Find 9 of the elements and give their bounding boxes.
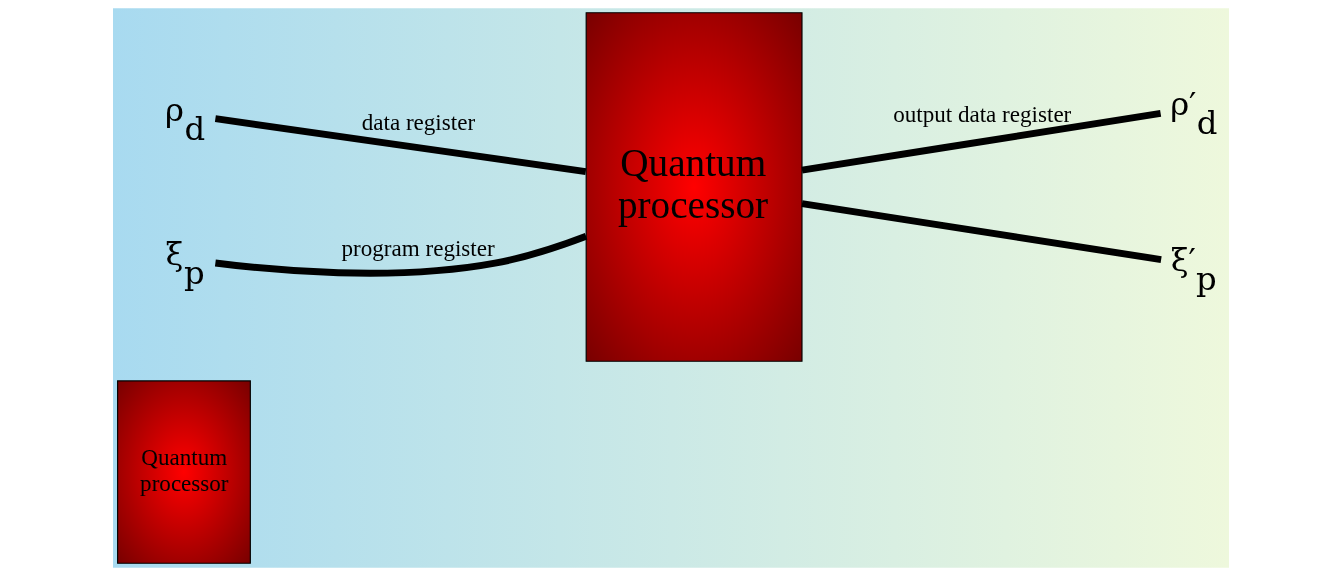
node-box: Quantum processor <box>117 380 251 564</box>
connector <box>214 115 587 176</box>
connector <box>214 233 588 277</box>
node-box: Quantum processor <box>585 12 803 362</box>
edge-label: output data register <box>893 101 1072 128</box>
edge-label: program register <box>341 235 495 262</box>
connector <box>801 110 1162 174</box>
edge-label: data register <box>361 109 476 136</box>
connector <box>801 200 1162 264</box>
